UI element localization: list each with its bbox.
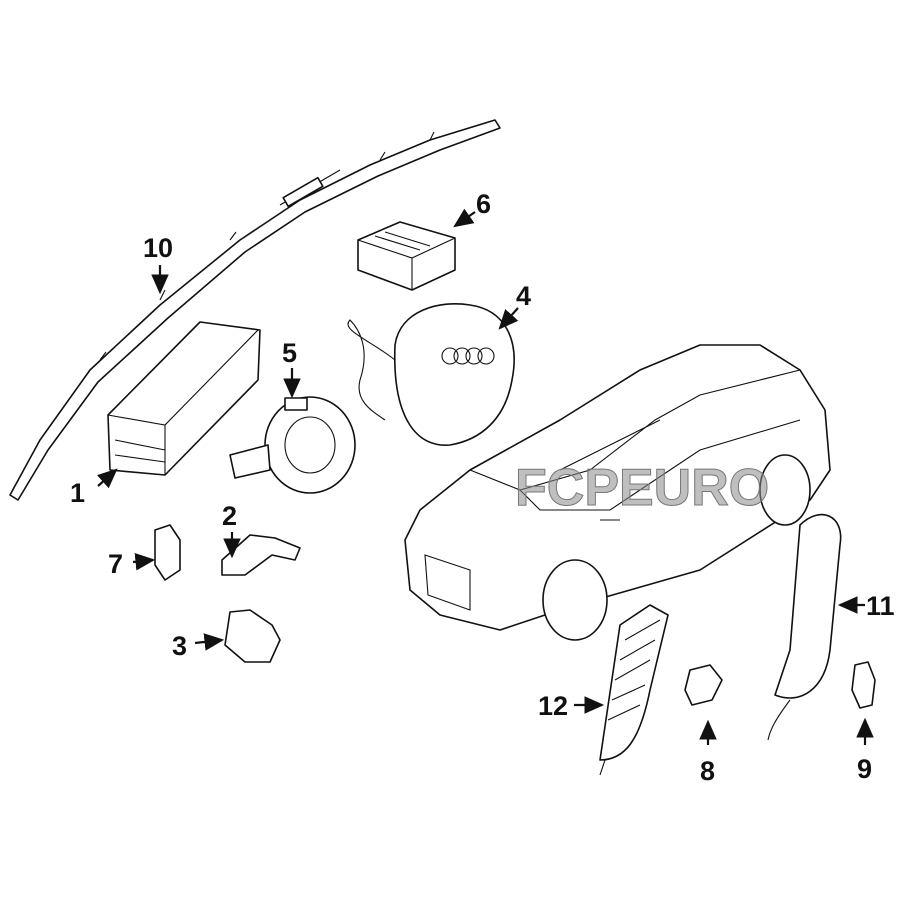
part-9-sensor[interactable] xyxy=(851,661,876,709)
callout-10: 10 xyxy=(143,233,173,263)
callout-6: 6 xyxy=(476,189,491,219)
part-3-bracket[interactable] xyxy=(224,609,281,663)
callout-12: 12 xyxy=(538,691,568,721)
callout-arrows xyxy=(96,208,874,745)
part-4-steering-wheel-airbag[interactable] xyxy=(347,303,515,446)
watermark: FCPEURO xyxy=(515,459,769,517)
part-7-sensor[interactable] xyxy=(154,524,181,581)
callout-9: 9 xyxy=(857,754,872,784)
callout-2: 2 xyxy=(222,501,237,531)
callout-3: 3 xyxy=(172,631,187,661)
part-6-control-module[interactable] xyxy=(357,221,456,291)
callout-8: 8 xyxy=(700,756,715,786)
callout-5: 5 xyxy=(282,338,297,368)
part-12-seat-airbag[interactable] xyxy=(599,604,669,776)
callout-11: 11 xyxy=(866,591,895,621)
vehicle-outline xyxy=(404,344,831,641)
part-2-bracket[interactable] xyxy=(221,534,301,576)
callout-7: 7 xyxy=(108,549,123,579)
part-5-clock-spring[interactable] xyxy=(229,396,356,494)
callout-1: 1 xyxy=(70,478,85,508)
part-8-sensor[interactable] xyxy=(684,664,723,706)
part-11-side-airbag[interactable] xyxy=(767,513,842,741)
callout-4: 4 xyxy=(516,281,531,311)
part-10-curtain-airbag[interactable] xyxy=(9,119,501,501)
